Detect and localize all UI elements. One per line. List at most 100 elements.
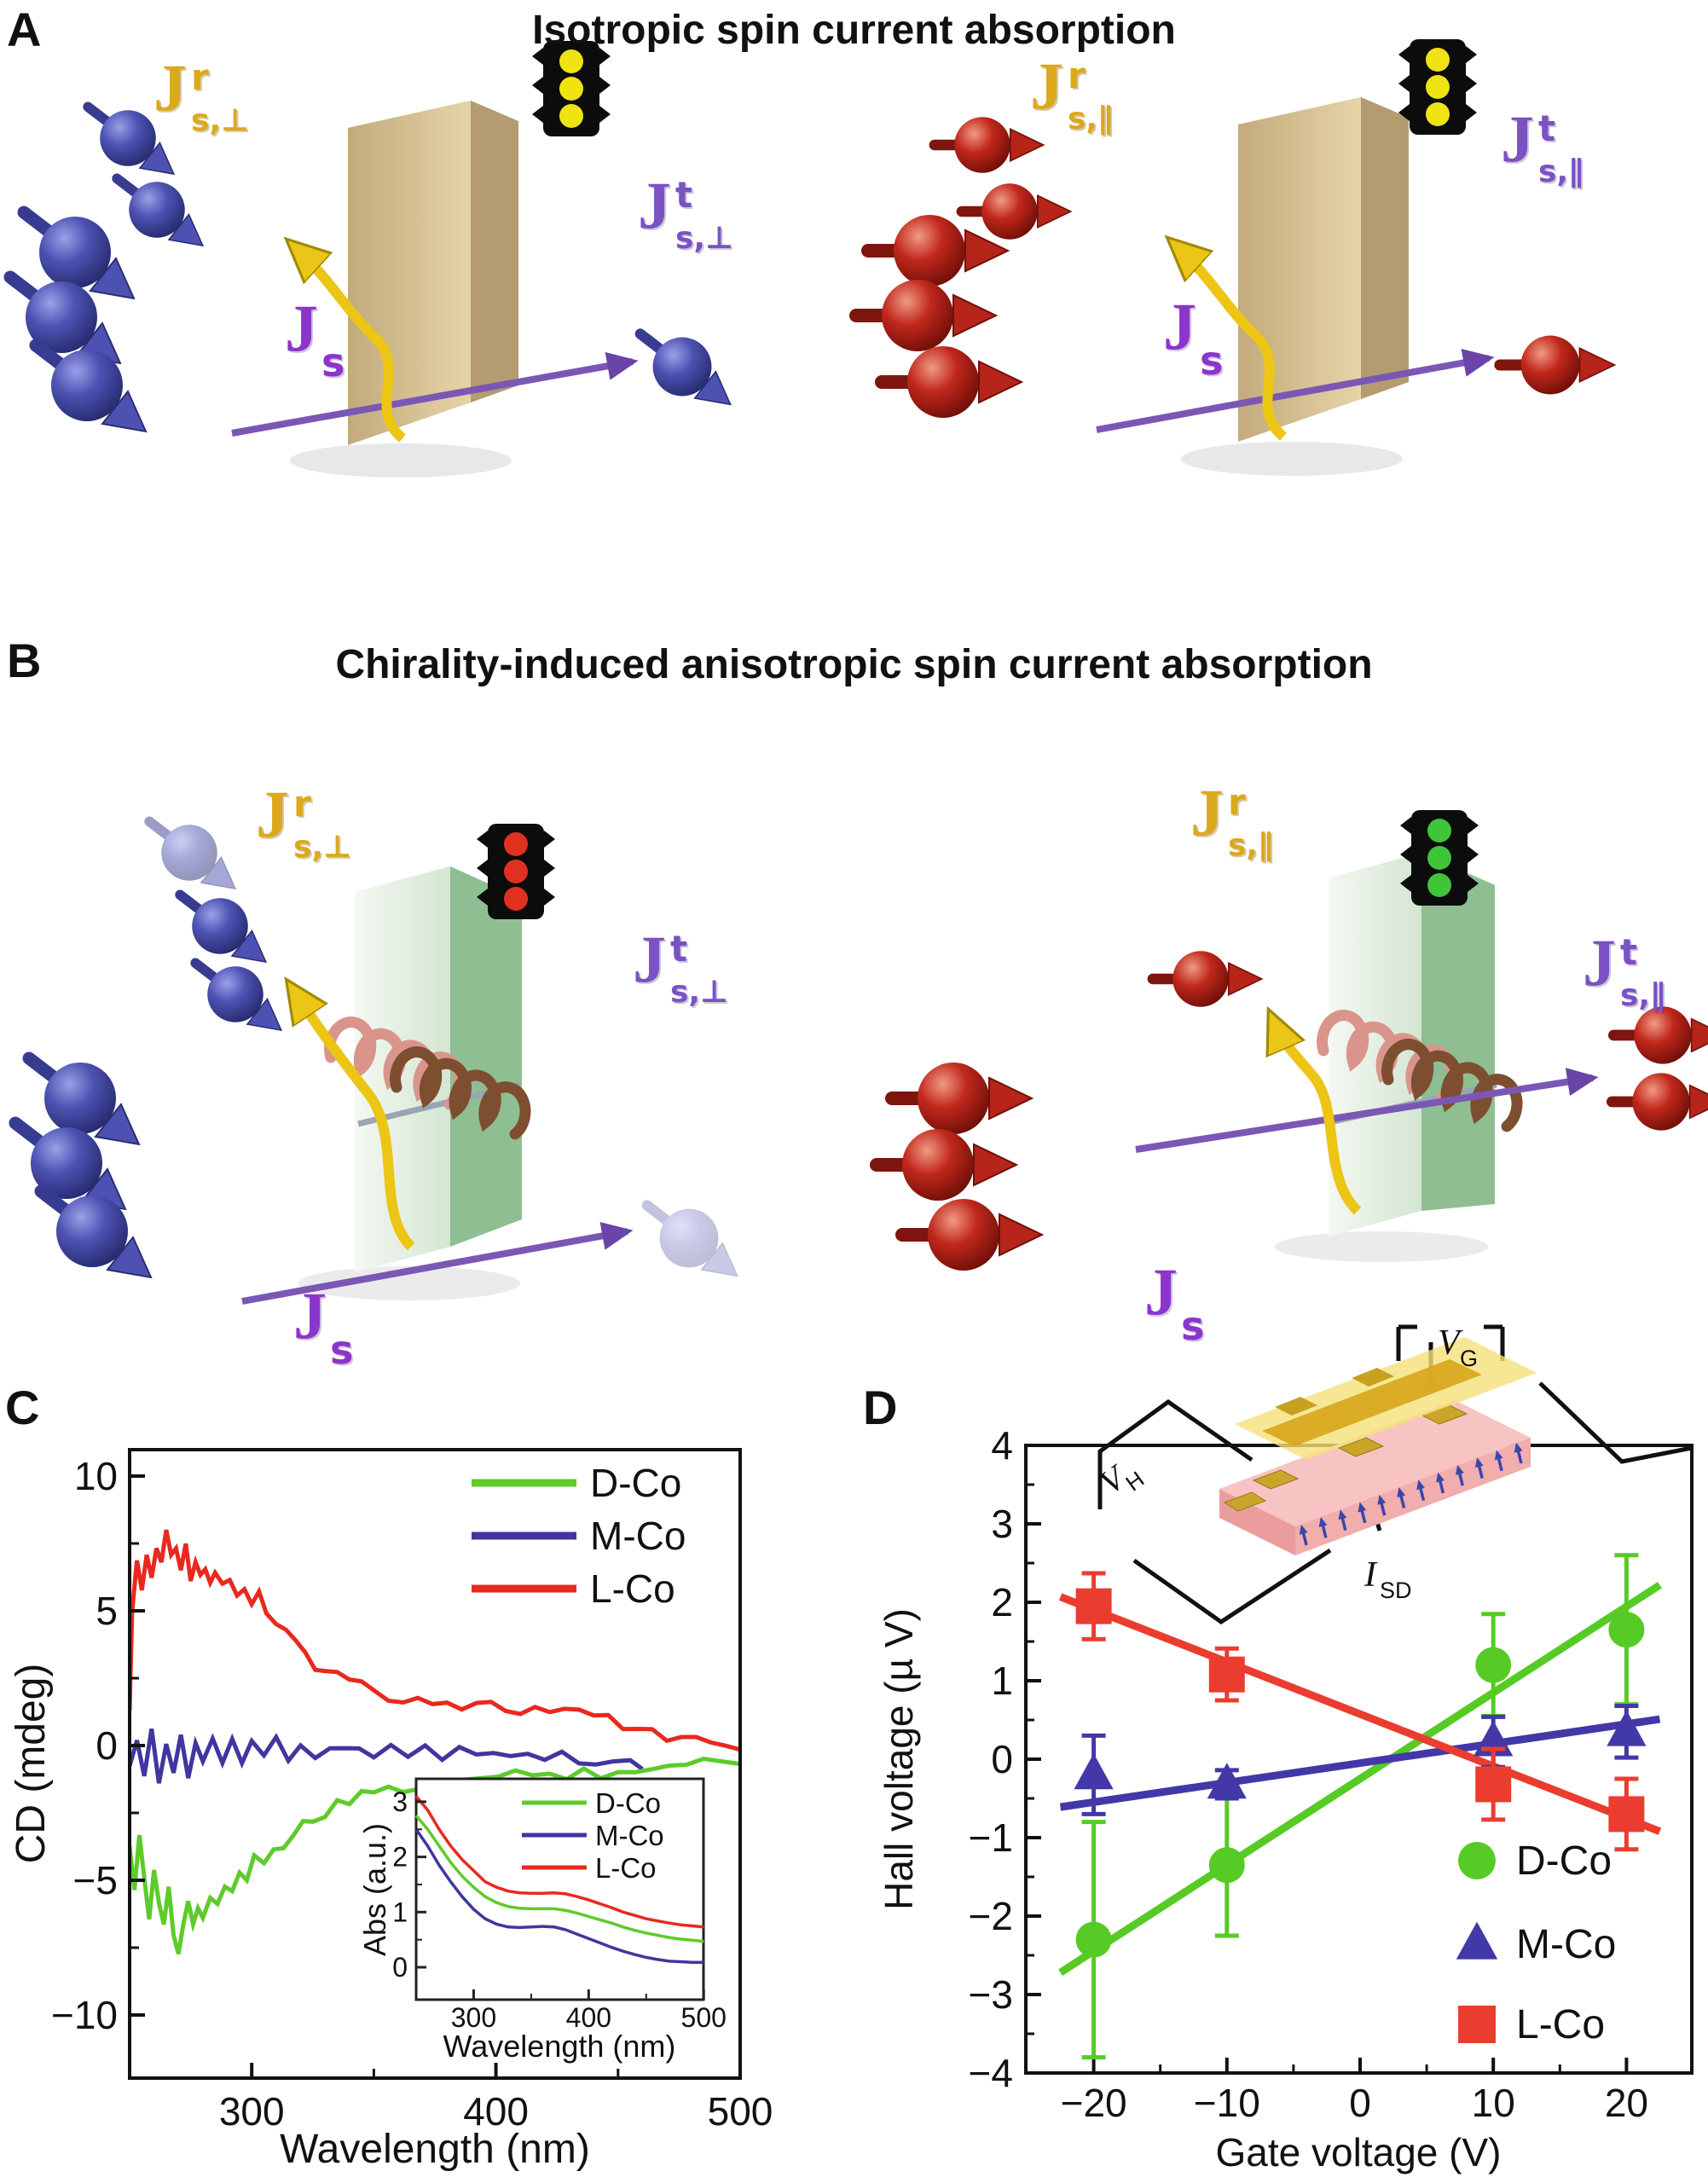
svg-text:3: 3 — [392, 1786, 408, 1817]
svg-text:0: 0 — [392, 1952, 408, 1983]
vh-wire-bracket — [1097, 1398, 1253, 1509]
j-sup: r — [1228, 781, 1246, 823]
panel-b-title: Chirality-induced anisotropic spin curre… — [335, 642, 1373, 687]
svg-text:300: 300 — [219, 2089, 285, 2134]
slab-shadow — [298, 1266, 520, 1300]
spin-sphere-absorbed — [647, 1205, 738, 1276]
j-sup: t — [675, 174, 693, 216]
cd-curve-M-Co — [131, 1728, 644, 1784]
j-sub: s,∥ — [1228, 828, 1274, 863]
svg-text:5: 5 — [96, 1589, 118, 1633]
svg-text:10: 10 — [1472, 2081, 1515, 2125]
j-symbol: J — [293, 1278, 327, 1352]
j-sup: t — [670, 928, 688, 970]
j-sub: s,⊥ — [191, 103, 250, 138]
panel-a-letter: A — [7, 3, 42, 56]
spin-sphere — [41, 1191, 151, 1277]
electrode-pad — [1337, 1437, 1385, 1457]
svg-text:500: 500 — [681, 2002, 727, 2033]
svg-text:400: 400 — [463, 2089, 529, 2134]
spin-sphere — [36, 345, 146, 431]
traffic-light-yellow-icon — [532, 41, 611, 136]
j-symbol: J — [1030, 49, 1063, 123]
abs-curve-D-Co — [414, 1814, 704, 1943]
spin-current-arrow — [241, 1221, 634, 1305]
j-symbol: J — [153, 50, 187, 124]
svg-text:Wavelength (nm): Wavelength (nm) — [280, 2127, 590, 2172]
svg-text:0: 0 — [96, 1723, 118, 1768]
channel-slab-front — [1295, 1438, 1531, 1555]
panelB-left-diagram — [15, 821, 738, 1305]
spin-sphere — [856, 280, 996, 351]
j-symbol: J — [285, 291, 318, 365]
j-sub: s,∥ — [1620, 978, 1666, 1013]
j-sub: s,⊥ — [675, 221, 734, 256]
spin-current-arrow — [231, 351, 639, 437]
spin-sphere — [935, 117, 1044, 173]
spin-sphere — [180, 895, 266, 962]
svg-text:−4: −4 — [969, 2051, 1013, 2095]
isd-label: I — [1364, 1555, 1378, 1595]
hall-legend: D-CoM-CoL-Co — [1456, 1838, 1616, 2047]
j-sup: t — [1620, 931, 1638, 973]
svg-text:4: 4 — [991, 1423, 1013, 1468]
svg-text:M-Co: M-Co — [595, 1820, 664, 1851]
gate-pad — [1275, 1397, 1317, 1416]
svg-text:D-Co: D-Co — [1516, 1838, 1612, 1884]
spin-sphere — [640, 333, 731, 404]
slab-shadow — [1275, 1231, 1488, 1262]
j-sub: s,⊥ — [670, 975, 729, 1010]
j-symbol: J — [1190, 775, 1224, 849]
j-sub: s — [330, 1327, 354, 1373]
traffic-light-green-icon — [1400, 810, 1479, 906]
j-sub: s,⊥ — [293, 830, 352, 865]
wire-bracket — [1484, 1324, 1505, 1361]
fit-line-L-Co — [1058, 1593, 1662, 1835]
spin-sphere — [962, 183, 1071, 240]
traffic-light-red-icon — [477, 824, 555, 919]
j-sub: s,∥ — [1068, 101, 1114, 136]
reflected-arrow — [1272, 1018, 1362, 1215]
j-sub: s — [1200, 338, 1224, 384]
j-symbol: J — [1163, 289, 1196, 363]
j-symbol: J — [638, 168, 671, 242]
svg-text:Wavelength (nm): Wavelength (nm) — [443, 2029, 676, 2064]
spin-current-arrow — [1096, 348, 1495, 433]
spin-sphere — [902, 1199, 1042, 1271]
svg-text:D-Co: D-Co — [595, 1787, 661, 1819]
svg-text:Abs (a.u.): Abs (a.u.) — [357, 1823, 392, 1956]
channel-slab-top — [1219, 1400, 1531, 1526]
svg-text:3: 3 — [991, 1502, 1013, 1546]
svg-text:Hall voltage (µ V): Hall voltage (µ V) — [877, 1608, 921, 1910]
wire-bracket — [1396, 1324, 1417, 1361]
j-sup: r — [191, 56, 209, 98]
svg-text:M-Co: M-Co — [590, 1514, 686, 1558]
svg-text:M-Co: M-Co — [1516, 1922, 1616, 1967]
spin-sphere-faded — [149, 821, 235, 889]
svg-text:2: 2 — [392, 1842, 408, 1873]
gate-pad — [1352, 1368, 1394, 1387]
j-sub: s — [1181, 1303, 1205, 1349]
spin-sphere — [24, 212, 134, 298]
svg-text:−3: −3 — [969, 1972, 1013, 2017]
j-sup: r — [1068, 55, 1086, 96]
spin-sphere — [1613, 1006, 1708, 1063]
svg-text:−1: −1 — [969, 1815, 1013, 1860]
j-sup: t — [1538, 107, 1556, 149]
abs-curve-M-Co — [414, 1828, 704, 1964]
slab-shadow — [1181, 442, 1403, 476]
gate-electrode — [1262, 1359, 1482, 1446]
